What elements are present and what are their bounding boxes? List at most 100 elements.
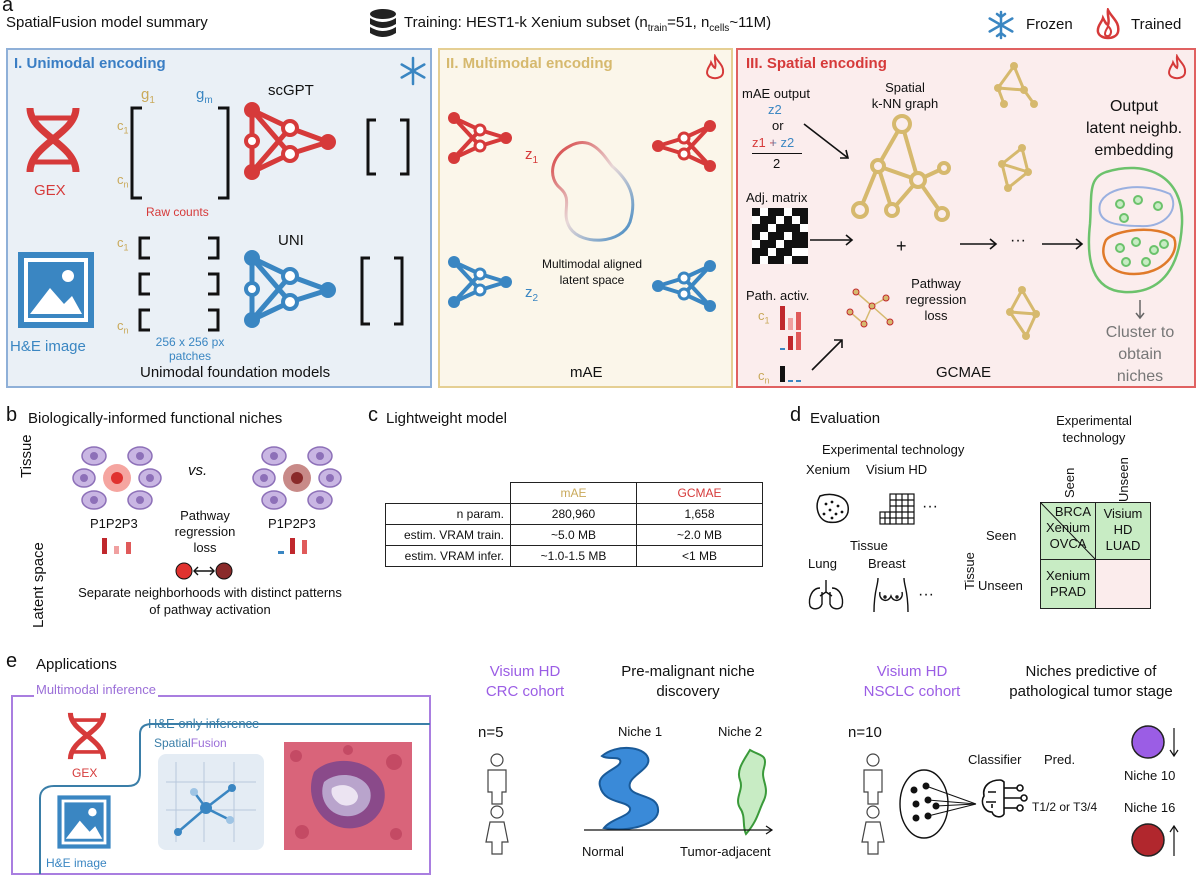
dna-icon	[26, 107, 80, 173]
panel-e-letter: e	[6, 650, 18, 672]
patient-icons-crc	[485, 753, 509, 855]
spatial-title: III. Spatial encoding	[746, 55, 887, 72]
gex-label: GEX	[34, 182, 66, 199]
panel-a-title: SpatialFusion model summary	[6, 14, 208, 31]
he-patch-brackets	[138, 236, 220, 332]
panel-e-title: Applications	[36, 656, 117, 673]
c1-label-gex: c1	[117, 118, 129, 136]
latent-space-axis-label: Latent space	[30, 542, 47, 628]
niche16-label: Niche 16	[1124, 800, 1176, 815]
niche1-label: Niche 1	[618, 724, 663, 739]
grid-seen-row: Seen	[986, 528, 1017, 543]
he-tissue-image	[284, 742, 412, 850]
arrow-path-to-graph	[811, 339, 843, 371]
trained-flame-icon-mae	[706, 54, 725, 80]
table-row: estim. VRAM train. ~5.0 MB ~2.0 MB	[385, 524, 763, 546]
pathway-bars-right	[278, 538, 307, 554]
fraction-line	[752, 153, 802, 154]
frozen-legend-label: Frozen	[1026, 16, 1073, 33]
path-activ-label: Path. activ.	[746, 288, 810, 303]
spatialfusion-graph-icon	[158, 754, 264, 850]
niche1-shape	[598, 747, 660, 831]
latent-space-blob	[551, 141, 635, 242]
tech-ellipsis: ···	[922, 498, 938, 515]
uni-label: UNI	[278, 232, 304, 249]
gex-label-e: GEX	[72, 766, 98, 780]
table-header-gcmae: GCMAE	[636, 482, 763, 504]
arrow-down-cluster	[1135, 300, 1145, 320]
z2-input-label: z2	[768, 102, 782, 117]
crc-n-label: n=5	[478, 724, 504, 741]
trained-flame-icon-gcmae	[1168, 54, 1187, 80]
he-image-label: H&E image	[10, 338, 86, 355]
classifier-brain-icon	[981, 779, 1028, 818]
he-image-icon-e	[57, 795, 111, 849]
tumor-adjacent-label: Tumor-adjacent	[680, 844, 771, 859]
cn-label-gex: cn	[117, 172, 129, 190]
mae-output-label: mAE output	[742, 86, 810, 101]
unimodal-caption: Unimodal foundation models	[140, 364, 331, 381]
pathway-bars-left	[102, 538, 131, 554]
small-pathway-graph	[846, 288, 894, 328]
classifier-label: Classifier	[968, 752, 1022, 767]
patient-icons-nsclc	[861, 753, 885, 855]
ellipsis: ···	[1010, 232, 1026, 249]
panel-c-letter: c	[368, 404, 378, 426]
pathway-bars	[780, 306, 801, 382]
spatialfusion-label: SpatialFusion	[154, 736, 227, 750]
multimodal-title: II. Multimodal encoding	[446, 55, 613, 72]
tissue-ellipsis: ···	[918, 586, 934, 603]
lung-icon	[808, 580, 844, 610]
grid-tissue-axis: Tissue	[962, 552, 977, 590]
mae-caption: mAE	[570, 364, 603, 381]
he-image-label-e: H&E image	[46, 856, 107, 870]
gcmae-caption: GCMAE	[936, 364, 992, 381]
trained-legend-label: Trained	[1131, 16, 1182, 33]
panel-b-title: Biologically-informed functional niches	[28, 410, 283, 427]
tissue-axis-label: Tissue	[18, 434, 35, 478]
t-stage-label: T1/2 or T3/4	[1032, 800, 1098, 814]
p-labels-right: P1P2P3	[268, 516, 316, 531]
mae-encoder-he	[448, 256, 512, 308]
breast-icon	[873, 577, 909, 613]
lightweight-table: mAE GCMAE n param. 280,960 1,658 estim. …	[385, 482, 763, 567]
mae-decoder-gex	[652, 120, 716, 172]
graph-mini-2	[998, 144, 1032, 192]
frozen-snowflake-icon	[400, 56, 426, 86]
panel-b-caption: Separate neighborhoods with distinct pat…	[78, 585, 342, 617]
panel-c-title: Lightweight model	[386, 410, 507, 427]
c1-label-he: c1	[117, 235, 129, 253]
z2-label: z2	[525, 284, 539, 304]
scgpt-network	[244, 102, 336, 180]
normal-to-tumor-arrow	[584, 825, 774, 835]
image-icon	[18, 252, 94, 328]
vs-label: vs.	[188, 462, 208, 479]
snowflake-icon	[988, 10, 1014, 40]
cn-label-he: cn	[117, 318, 129, 336]
exp-tech-label: Experimental technology	[822, 442, 965, 457]
grid-unseen-row: Unseen	[978, 578, 1023, 593]
panel-d-letter: d	[790, 404, 802, 426]
adj-matrix-label: Adj. matrix	[746, 190, 808, 205]
uni-network	[244, 250, 336, 328]
graph-mini-3	[1006, 286, 1040, 340]
z1-plus-z2-label: z1 + z2	[752, 135, 795, 150]
mae-encoder-gex	[448, 112, 512, 164]
he-only-inference-label: H&E only inference	[148, 716, 260, 731]
unimodal-title: I. Unimodal encoding	[14, 55, 166, 72]
normal-label: Normal	[582, 844, 624, 859]
scgpt-label: scGPT	[268, 82, 314, 99]
pred-label: Pred.	[1044, 752, 1076, 767]
visium-grid-icon	[879, 493, 915, 525]
panel-d-title: Evaluation	[810, 410, 881, 427]
g1-label: g1	[141, 86, 155, 106]
